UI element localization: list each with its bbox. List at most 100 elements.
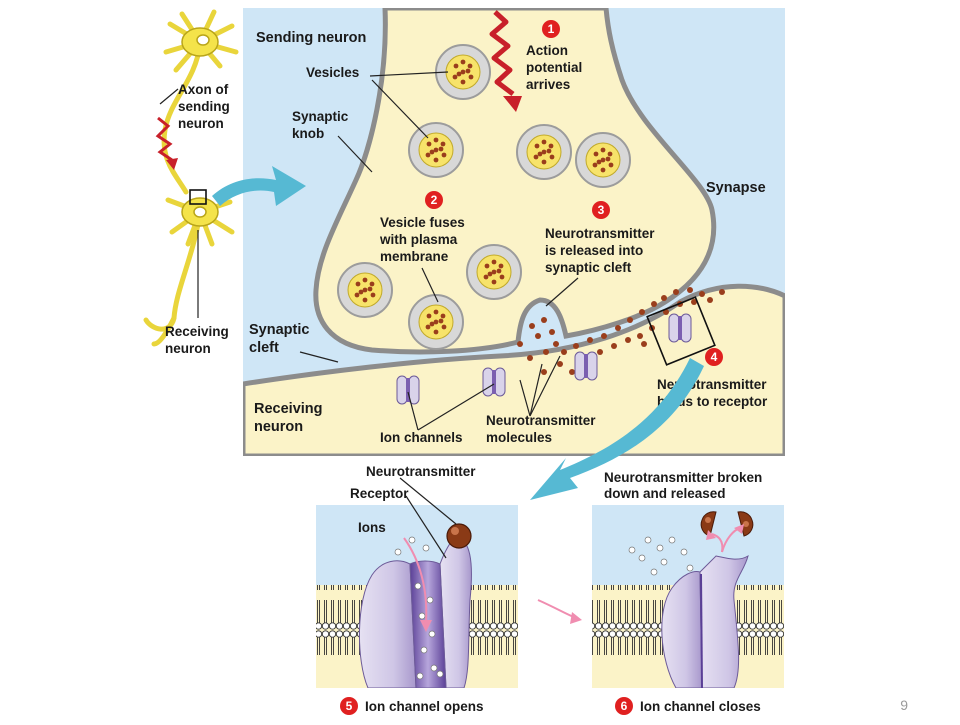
synaptic-knob-label: Synaptic knob [292, 109, 352, 141]
action-potential-arrowhead [503, 96, 522, 112]
receptor-channel [574, 351, 598, 381]
svg-text:2: 2 [431, 193, 438, 207]
zoom-arrow-detail [530, 358, 704, 500]
nt-broken-label: Neurotransmitter broken down and release… [604, 470, 766, 501]
vesicle [466, 244, 522, 300]
closed-ion-channel [661, 571, 703, 688]
step-badge-5: 5 [340, 697, 358, 715]
neurotransmitter-molecule [543, 349, 549, 355]
vesicle [337, 262, 393, 318]
step-badge-6: 6 [615, 697, 633, 715]
neurotransmitter-label: Neurotransmitter [366, 464, 476, 479]
leader-lines [299, 71, 579, 431]
bound-neurotransmitter [446, 523, 472, 549]
neurotransmitter-molecule [637, 333, 643, 339]
neurotransmitter-molecule [597, 349, 603, 355]
neurotransmitter-molecule [587, 337, 593, 343]
vesicle [408, 294, 464, 350]
slide-number: 9 [900, 697, 908, 713]
neuron-illustration: Axon of sending neuron Receiving neuron [143, 9, 239, 356]
neurotransmitter-molecule [573, 343, 579, 349]
action-potential-arrow [489, 10, 515, 96]
ion-flow-arrow [403, 537, 428, 623]
open-ion-channel [358, 560, 417, 688]
neurotransmitter-molecule [553, 341, 559, 347]
neurotransmitter-molecule [541, 369, 547, 375]
vesicle [575, 132, 631, 188]
zoom-arrow-main [212, 166, 306, 206]
neurotransmitter-molecule [615, 325, 621, 331]
neurotransmitter-molecule [611, 343, 617, 349]
ions-label: Ions [358, 520, 386, 535]
neurotransmitter-molecule [517, 341, 523, 347]
vesicle-fuses-label: Vesicle fuses with plasma membrane [379, 215, 469, 264]
neurotransmitter-molecules-group [517, 287, 725, 375]
synaptic-knob-body [313, 8, 717, 355]
sending-neuron-label: Sending neuron [256, 30, 366, 46]
axon-signal-arrow [155, 116, 173, 162]
neuron-zoom-box [189, 189, 207, 205]
neurotransmitter-molecule [535, 333, 541, 339]
receptor-channels-group [396, 313, 692, 405]
step-badge-1: 1 [542, 20, 560, 38]
receptor-channel [668, 313, 692, 343]
svg-text:6: 6 [621, 699, 628, 713]
neurotransmitter-molecule [639, 309, 645, 315]
neurotransmitter-molecule [549, 329, 555, 335]
neurotransmitter-molecule [627, 317, 633, 323]
receptor-channel [396, 375, 420, 405]
zoom-box [646, 296, 716, 366]
neurotransmitter-molecule [707, 297, 713, 303]
svg-text:4: 4 [711, 350, 718, 364]
ion-channel-closes-label: Ion channel closes [640, 699, 761, 714]
neurotransmitter-molecule [527, 355, 533, 361]
neurotransmitter-molecule [641, 341, 647, 347]
ion-channels-label: Ion channels [380, 430, 463, 445]
axon-label: Axon of sending neuron [178, 82, 234, 131]
neurotransmitter-molecule [561, 349, 567, 355]
svg-text:3: 3 [598, 203, 605, 217]
neurotransmitter-molecule [663, 309, 669, 315]
main-panel: Sending neuron Vesicles Synaptic knob Ac… [243, 8, 785, 456]
neurotransmitter-molecule [569, 369, 575, 375]
neurotransmitter-molecule [651, 301, 657, 307]
receiving-neuron-box-label: Receiving neuron [254, 401, 327, 435]
synapse-label: Synapse [706, 180, 766, 196]
neurotransmitter-molecule [625, 337, 631, 343]
ion-channel-opens-label: Ion channel opens [365, 699, 484, 714]
free-ions [628, 536, 694, 576]
synaptic-cleft-label: Synaptic cleft [249, 322, 313, 356]
receptor-label: Receptor [350, 486, 409, 501]
broken-neurotransmitter [700, 511, 754, 537]
step-badge-2: 2 [425, 191, 443, 209]
neurotransmitter-molecule [529, 323, 535, 329]
neurotransmitter-molecule [699, 291, 705, 297]
panel-ion-channel-closes: Neurotransmitter broken down and release… [592, 470, 784, 715]
nt-molecules-label: Neurotransmitter molecules [486, 413, 599, 445]
receptor-channel [482, 367, 506, 397]
vesicles-group [337, 44, 631, 350]
neurotransmitter-molecule [557, 361, 563, 367]
panel-ion-channel-opens: Neurotransmitter Receptor Ions 5 Ion cha… [316, 464, 518, 715]
vesicles-label: Vesicles [306, 65, 359, 80]
vesicle [408, 122, 464, 178]
neurotransmitter-molecule [687, 287, 693, 293]
transition-arrow [537, 599, 577, 619]
neurotransmitter-molecule [661, 295, 667, 301]
step-badge-3: 3 [592, 201, 610, 219]
neurotransmitter-molecule [601, 333, 607, 339]
ions-in-channel [394, 536, 444, 680]
nt-released-label: Neurotransmitter is released into synapt… [545, 226, 658, 275]
neurotransmitter-molecule [691, 299, 697, 305]
receiving-neuron-label: Receiving neuron [165, 324, 233, 356]
vesicle [435, 44, 491, 100]
neurotransmitter-molecule [673, 289, 679, 295]
step-badge-4: 4 [705, 348, 723, 366]
svg-text:1: 1 [548, 22, 555, 36]
action-potential-label: Action potential arrives [526, 43, 586, 92]
svg-text:5: 5 [346, 699, 353, 713]
neurotransmitter-molecule [719, 289, 725, 295]
neurotransmitter-molecule [541, 317, 547, 323]
vesicle [516, 124, 572, 180]
